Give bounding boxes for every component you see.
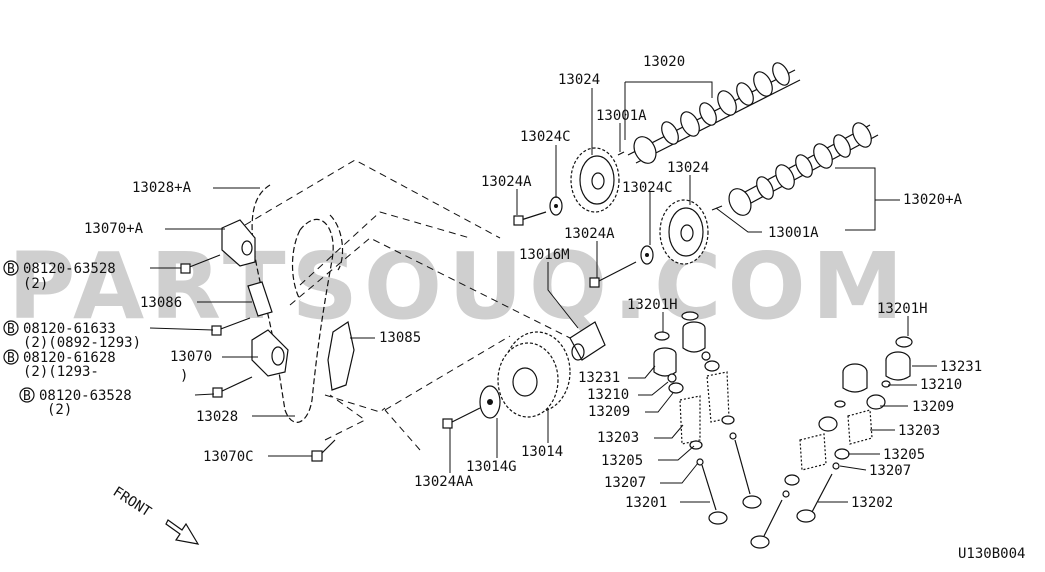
label-13205-left: 13205	[601, 453, 643, 469]
cam-sprocket-lower	[659, 199, 709, 265]
front-arrow	[165, 519, 200, 545]
label-13201h-right: 13201H	[877, 301, 928, 317]
label-13209-left: 13209	[588, 404, 630, 420]
label-13207-left: 13207	[604, 475, 646, 491]
watermark: PARTSOUQ.COM	[8, 233, 909, 340]
label-13014: 13014	[521, 444, 563, 460]
label-bolt-2-number: 08120-61633	[23, 321, 116, 337]
label-13028a: 13028+A	[132, 180, 192, 196]
label-bolt-3-number: 08120-61628	[23, 350, 116, 366]
label-13086: 13086	[140, 295, 182, 311]
label-13070c: 13070C	[203, 449, 254, 465]
front-label: FRONT	[110, 484, 155, 521]
bolt-marker-3: B	[7, 351, 15, 366]
sprocket-bracket	[569, 321, 606, 361]
label-13028: 13028	[196, 409, 238, 425]
label-13202: 13202	[851, 495, 893, 511]
timing-chain	[251, 184, 344, 423]
part-labels: 13020 13024 13001A 13024C 13024 13024A 1…	[23, 54, 982, 511]
label-13020: 13020	[643, 54, 685, 70]
label-13024c-mid: 13024C	[622, 180, 673, 196]
label-13070: 13070	[170, 349, 212, 365]
label-13024-top: 13024	[558, 72, 600, 88]
label-13201: 13201	[625, 495, 667, 511]
label-13209-right: 13209	[912, 399, 954, 415]
chain-guide-13085	[327, 321, 355, 391]
label-13085: 13085	[379, 330, 421, 346]
valve-train-left	[653, 331, 728, 525]
chain-guide-13086	[247, 281, 273, 317]
label-bolt-1-qty: (2)	[23, 276, 48, 292]
tensioner-13070	[251, 329, 289, 377]
label-bolt-3-close: )	[180, 368, 188, 384]
label-13210-right: 13210	[920, 377, 962, 393]
label-13001a-top: 13001A	[596, 108, 647, 124]
label-bolt-2-qty: (2)(0892-1293)	[23, 335, 141, 351]
label-13001a-mid: 13001A	[768, 225, 819, 241]
bolt-markers: B B B B	[3, 260, 35, 404]
label-13207-right: 13207	[869, 463, 911, 479]
sprocket-washers	[513, 196, 654, 288]
bolts-left	[180, 254, 336, 462]
label-13024aa: 13024AA	[414, 474, 474, 490]
valve-train-center	[681, 311, 762, 509]
label-13205-right: 13205	[883, 447, 925, 463]
label-13014g: 13014G	[466, 459, 517, 475]
bolt-marker-1: B	[7, 262, 15, 277]
label-13020a: 13020+A	[903, 192, 963, 208]
bolt-marker-2: B	[7, 322, 15, 337]
label-13201h-left: 13201H	[627, 297, 678, 313]
label-13203-right: 13203	[898, 423, 940, 439]
label-13231-left: 13231	[578, 370, 620, 386]
dashed-outlines	[244, 159, 571, 451]
cam-sprocket-upper	[570, 147, 620, 213]
valve-train-right	[750, 336, 913, 549]
label-13024-mid: 13024	[667, 160, 709, 176]
diagram-code: U130B004	[958, 546, 1025, 562]
label-13231-right: 13231	[940, 359, 982, 375]
leader-lines	[149, 81, 937, 503]
label-13070a: 13070+A	[84, 221, 144, 237]
label-13016m: 13016M	[519, 247, 570, 263]
label-13024a-mid: 13024A	[564, 226, 615, 242]
bolt-marker-4: B	[23, 389, 31, 404]
label-bolt-4-qty: (2)	[47, 402, 72, 418]
label-bolt-3-qty: (2)(1293-	[23, 364, 99, 380]
label-13024c-top: 13024C	[520, 129, 571, 145]
tensioner-upper	[221, 219, 256, 267]
label-13203-left: 13203	[597, 430, 639, 446]
label-bolt-1-number: 08120-63528	[23, 261, 116, 277]
label-13024a-top: 13024A	[481, 174, 532, 190]
crank-sprocket	[442, 331, 571, 429]
label-bolt-4-number: 08120-63528	[39, 388, 132, 404]
camshaft-upper	[617, 62, 801, 164]
label-13210-left: 13210	[587, 387, 629, 403]
camshaft-lower	[711, 122, 879, 216]
